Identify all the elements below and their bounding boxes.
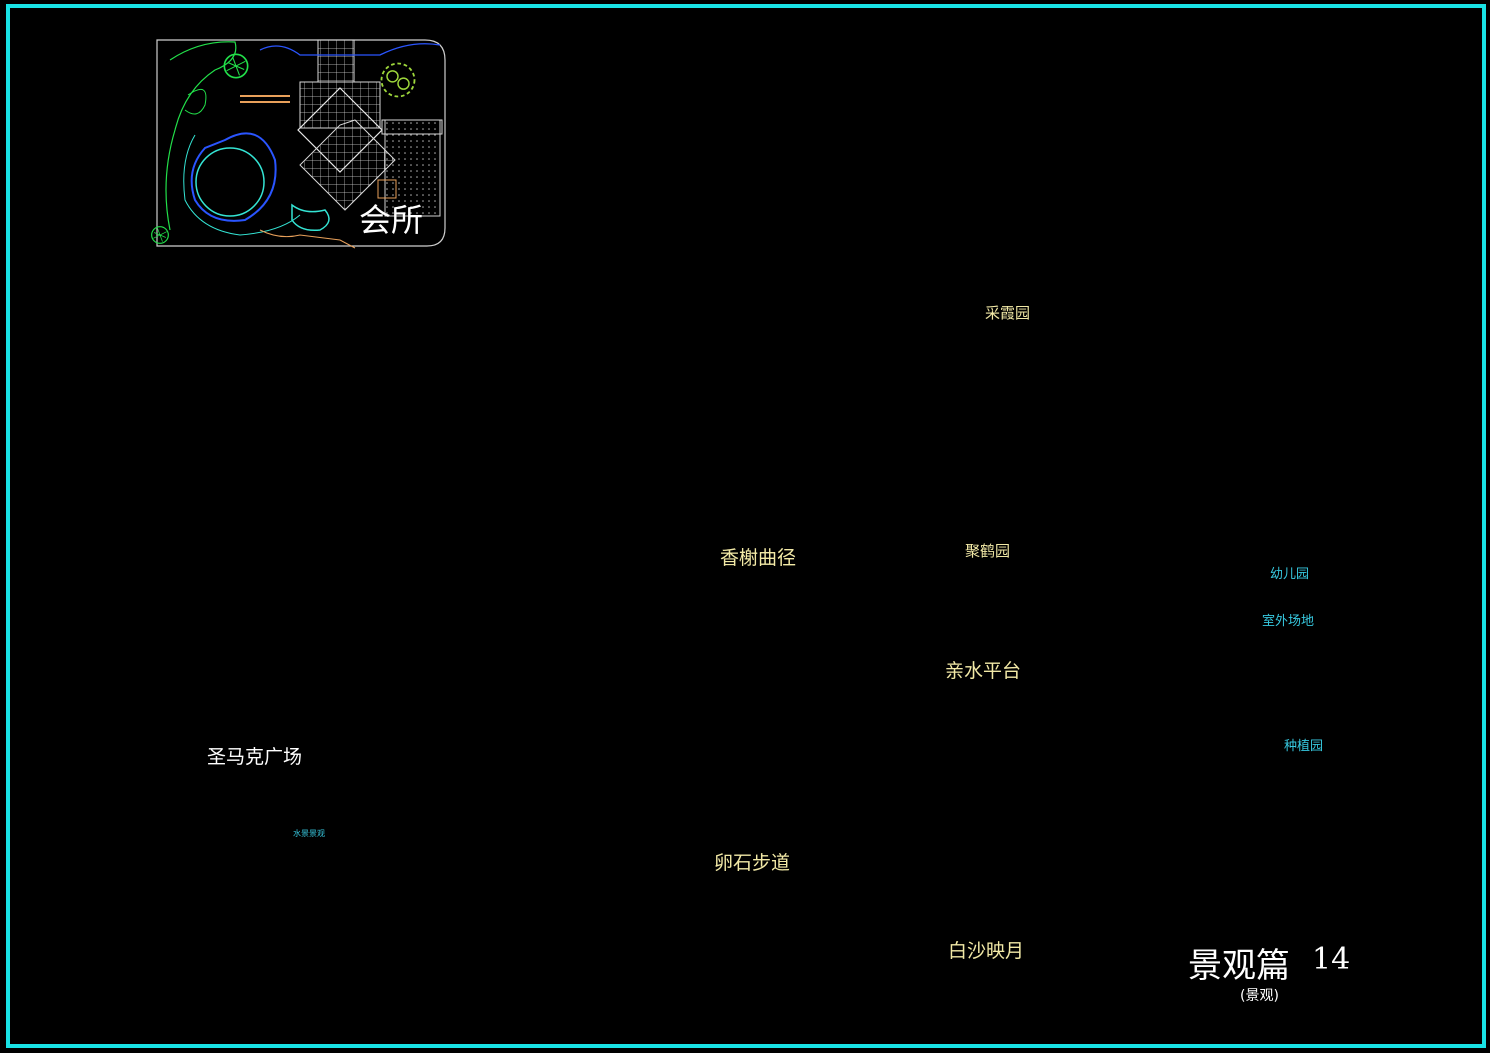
clubhouse-label: 会所 — [359, 201, 424, 239]
drawing-subtitle: (景观) — [1240, 988, 1279, 1004]
drawing-number: 14 — [1312, 942, 1351, 977]
caixia-garden-label: 采霞园 — [985, 304, 1031, 322]
waterfront-platform-label: 亲水平台 — [945, 660, 1022, 682]
fragrant-path-label: 香榭曲径 — [720, 547, 797, 569]
pebble-path-label: 卵石步道 — [714, 852, 791, 874]
san-marco-square-label: 圣马克广场 — [207, 746, 303, 768]
white-sand-moon-label: 白沙映月 — [948, 940, 1025, 962]
water-feature-label: 水景景观 — [293, 829, 325, 838]
planting-garden-label: 种植园 — [1284, 739, 1324, 754]
drawing-frame — [6, 4, 1486, 1048]
drawing-title: 景观篇 — [1188, 946, 1290, 986]
outdoor-play-label: 室外场地 — [1262, 614, 1315, 629]
clubhouse-plan — [151, 39, 446, 249]
kindergarten-label: 幼儿园 — [1270, 567, 1310, 582]
crane-garden-label: 聚鹤园 — [965, 542, 1011, 560]
